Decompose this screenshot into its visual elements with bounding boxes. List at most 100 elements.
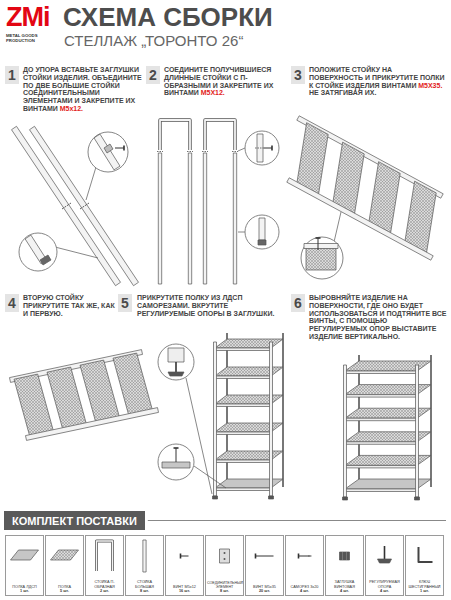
screw-spec: M5X12. [201, 89, 225, 96]
screw-shaft [318, 238, 319, 250]
connector-part [220, 549, 230, 563]
shelf-edge [345, 418, 417, 421]
part-name: ПОЛКА ЛДСП [7, 585, 42, 589]
quantity: 8 шт. [207, 589, 242, 593]
text-block: ПОЛОЖИТЕ СТОЙКУ НА ПОВЕРХНОСТЬ И ПРИКРУТ… [309, 66, 447, 97]
step-text: НЕ ЗАТЯГИВАЯ ИХ. [309, 89, 445, 97]
quantity: 1 шт. [7, 589, 42, 593]
kit-item-box: САМОРЕЗ 3x204 шт. [285, 535, 324, 596]
text-block: СТЕЛЛАЖ „ТОРОНТО 26“ [64, 33, 314, 50]
shelf-edge [215, 348, 271, 351]
kit-item-box: СОЕДИНИТЕЛЬНЫЙ ЭЛЕМЕНТ8 шт. [205, 535, 244, 596]
rack-post [94, 134, 120, 170]
shelf [80, 360, 120, 423]
brand-tagline: METAL GOODS PRODUCTION [6, 33, 38, 43]
step-number: 4 [5, 294, 19, 312]
rack-post [270, 342, 273, 496]
end-cap [258, 240, 266, 245]
section-band-text: КОМПЛЕКТ ПОСТАВКИ [12, 515, 137, 527]
shelf [306, 248, 336, 270]
quantity: 4 шт. [287, 589, 322, 593]
kit-item-box: ПОЛКА5 шт. [45, 535, 84, 596]
rack-post [26, 408, 159, 441]
quantity: 5 шт. [47, 589, 82, 593]
product-name: СТЕЛЛАЖ „ТОРОНТО 26“ [64, 32, 243, 49]
detail-callout [19, 233, 57, 271]
quantity: 8 шт. [127, 589, 162, 593]
screw-shaft [256, 556, 274, 557]
step-number-text: 1 [8, 67, 16, 83]
quantity: 20 шт. [247, 589, 282, 593]
shelf-edge [215, 432, 271, 435]
connector-part [104, 144, 113, 153]
detail-callout [245, 215, 279, 249]
step-text: ПРИКРУТИТЕ ПОЛКУ ИЗ ЛДСП САМОРЕЗАМИ. ВКР… [137, 294, 274, 317]
rack-post [233, 153, 236, 284]
board [162, 462, 190, 468]
foot [168, 372, 184, 376]
shelf [113, 353, 153, 416]
screw-spec: M5x12. [60, 105, 83, 112]
rack-post [30, 126, 139, 285]
kit-item-box: ЗАГЛУШКА ВИНТОВАЯ4 шт. [325, 535, 364, 596]
joint-mark [187, 151, 193, 152]
text-block: METAL GOODS PRODUCTION [6, 34, 58, 44]
shelf [51, 550, 79, 560]
leader-line [238, 232, 245, 233]
rack-post [143, 540, 146, 572]
step-number-text: 2 [149, 67, 157, 83]
shelf-edge [345, 489, 417, 492]
hex-key [419, 547, 433, 562]
screw-spec: M5X35. [418, 82, 442, 89]
rack-post [259, 218, 265, 240]
text-block: ВЫРОВНЯЙТЕ ИЗДЕЛИЕ НА ПОВЕРХНОСТИ, ГДЕ О… [309, 294, 447, 341]
leader-line [55, 247, 98, 258]
rack-post [168, 348, 184, 362]
screw-shaft [299, 556, 309, 557]
rack-post [416, 365, 419, 497]
kit-item-box: КЛЮЧ ШЕСТИГРАННЫЙ1 шт. [405, 535, 444, 596]
text-block: СОЕДИНИТЕ ПОЛУЧИВШИЕСЯ ДЛИННЫЕ СТОЙКИ С … [164, 66, 286, 97]
threaded-rod [175, 362, 177, 372]
shelf-edge [345, 371, 417, 374]
rack-post [282, 333, 284, 487]
rib [346, 552, 347, 560]
shelf [47, 367, 87, 430]
shelf-edge [345, 442, 417, 445]
detail-callout [158, 444, 194, 480]
shelf-edge [345, 465, 417, 468]
step-number: 5 [118, 294, 132, 312]
u-frame [160, 120, 190, 150]
u-frame [205, 120, 235, 150]
rack-post [203, 153, 206, 284]
joint-mark [202, 151, 208, 152]
rack-post [430, 355, 432, 487]
step-number-text: 5 [121, 295, 129, 311]
part-name: САМОРЕЗ 3x20 [287, 585, 322, 589]
u-frame [160, 120, 190, 150]
threaded-rod [384, 546, 386, 559]
end-cap [40, 255, 51, 265]
step-number: 6 [291, 294, 305, 312]
kit-item-box: ВИНТ M5x3520 шт. [245, 535, 284, 596]
text-block: ZMi [6, 2, 58, 32]
hole [224, 552, 226, 554]
kit-item-box: ПОЛКА ЛДСП1 шт. [5, 535, 44, 596]
part-name: РЕГУЛИРУЕМАЯ ОПОРА [367, 580, 402, 588]
brand-logo: ZMi [6, 2, 50, 32]
hole [224, 558, 226, 560]
step-number-text: 6 [294, 295, 302, 311]
detail-callout [88, 132, 128, 172]
rack-post [287, 178, 433, 260]
quantity: 1 шт. [407, 589, 442, 593]
part-name: СТОЙКА БОЛЬШАЯ [127, 580, 162, 588]
screw-shaft [264, 148, 272, 149]
kit-item-box: ВИНТ M5x1216 шт. [165, 535, 204, 596]
foot [343, 497, 348, 500]
part-name: СТОЙКА П-ОБРАЗНАЯ [87, 580, 122, 588]
leader-line [238, 148, 245, 151]
part-name: ЗАГЛУШКА ВИНТОВАЯ [327, 580, 362, 588]
joint-mark [232, 151, 238, 152]
detail-callout [158, 344, 194, 380]
